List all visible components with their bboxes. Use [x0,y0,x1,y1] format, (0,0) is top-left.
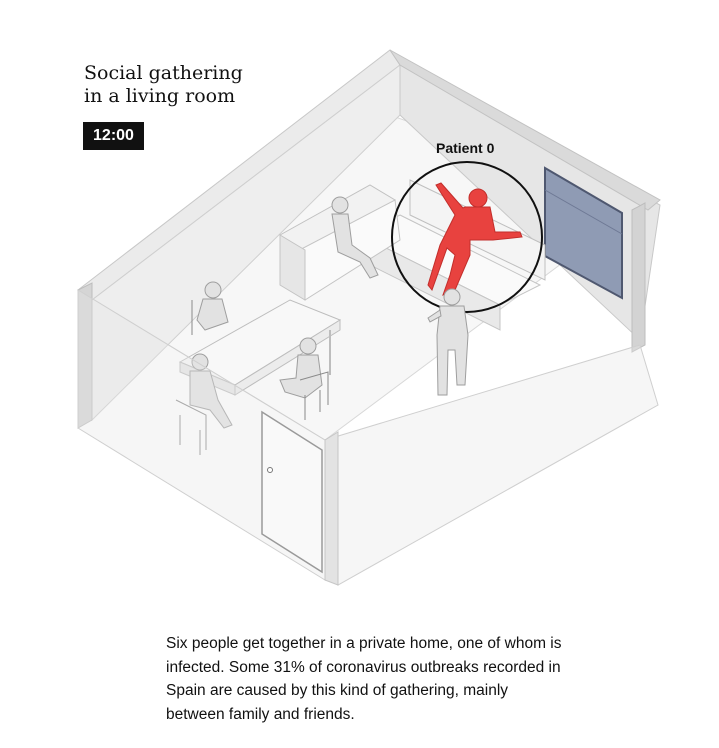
title-line-1: Social gathering [84,62,243,84]
patient-label: Patient 0 [436,140,495,156]
standing-person [427,288,469,396]
patient-highlight-circle [391,161,543,313]
seated-person-table-3 [279,337,329,420]
living-room-illustration: Patient 0 [77,49,661,586]
door [261,410,323,574]
seated-person-sofa [331,196,379,279]
patient-zero-figure [427,182,523,296]
diagram-title: Social gathering in a living room [84,62,304,108]
seated-person-table-1 [191,281,229,335]
title-line-2: in a living room [84,85,236,107]
seated-person-table-2 [175,353,233,455]
caption-part-1: Six people get together in a private hom… [166,635,566,676]
caption: Six people get together in a private hom… [166,632,566,726]
time-badge: 12:00 [83,122,144,150]
caption-part-2: Some 31% of coronavirus outbreaks record… [166,658,565,723]
